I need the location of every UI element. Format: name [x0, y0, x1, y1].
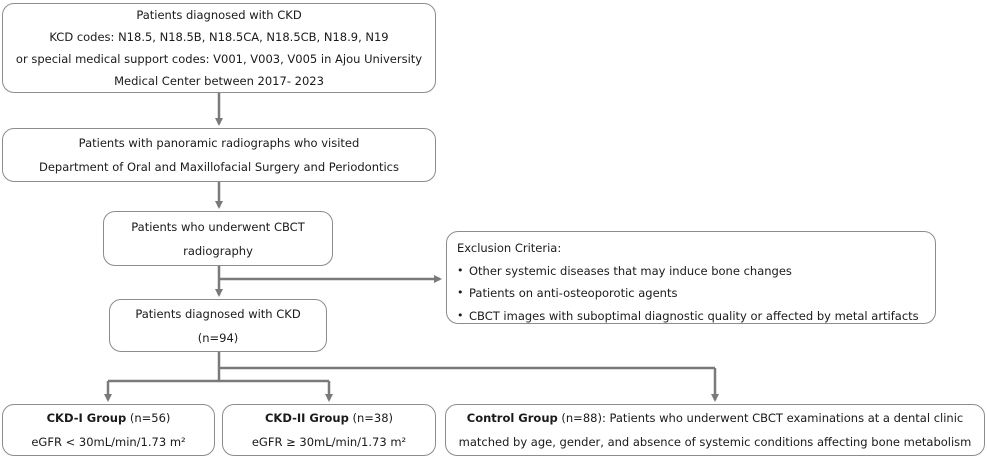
exclusion-item: • CBCT images with suboptimal diagnostic… — [457, 305, 919, 328]
exclusion-item-text: CBCT images with suboptimal diagnostic q… — [469, 308, 919, 323]
step3-line-1: Patients who underwent CBCT — [131, 219, 305, 234]
step1-line-2: KCD codes: N18.5, N18.5B, N18.5CA, N18.5… — [49, 30, 389, 44]
exclusion-item: • Patients on anti-osteoporotic agents — [457, 282, 677, 305]
control-group-name: Control Group — [466, 411, 558, 425]
bullet-icon: • — [457, 308, 464, 322]
exclusion-criteria-box: Exclusion Criteria: • Other systemic dis… — [446, 231, 936, 324]
step-ckd-total-box: Patients diagnosed with CKD (n=94) — [109, 299, 327, 352]
ckd2-group-name: CKD-II Group — [264, 411, 349, 425]
exclusion-item: • Other systemic diseases that may induc… — [457, 260, 792, 283]
step-panoramic-box: Patients with panoramic radiographs who … — [2, 128, 436, 182]
bullet-icon: • — [457, 286, 464, 299]
ckd2-group-count: (n=38) — [348, 411, 394, 425]
control-group-desc2: matched by age, gender, and absence of s… — [458, 435, 972, 449]
ckd1-group-title: CKD-I Group (n=56) — [47, 406, 171, 430]
step-cbct-box: Patients who underwent CBCT radiography — [103, 211, 333, 266]
control-group-desc1: : Patients who underwent CBCT examinatio… — [601, 411, 964, 425]
ckd2-group-box: CKD-II Group (n=38) eGFR ≥ 30mL/min/1.73… — [222, 404, 436, 456]
exclusion-title: Exclusion Criteria: — [457, 241, 562, 255]
step1-line-4: Medical Center between 2017- 2023 — [114, 74, 324, 88]
step4-line-1: Patients diagnosed with CKD — [135, 306, 301, 321]
control-group-box: Control Group (n=88): Patients who under… — [445, 404, 985, 456]
ckd2-group-criterion: eGFR ≥ 30mL/min/1.73 m² — [251, 435, 407, 449]
exclusion-item-text: Patients on anti-osteoporotic agents — [469, 286, 678, 300]
step2-line-1: Patients with panoramic radiographs who … — [78, 136, 360, 150]
step4-line-2: (n=94) — [197, 330, 239, 345]
step-ckd-diagnosis-box: Patients diagnosed with CKD KCD codes: N… — [2, 3, 436, 93]
ckd2-group-title: CKD-II Group (n=38) — [265, 406, 393, 430]
control-group-title: Control Group (n=88): Patients who under… — [467, 406, 963, 430]
ckd1-group-criterion: eGFR < 30mL/min/1.73 m² — [31, 435, 186, 449]
bullet-icon: • — [457, 263, 464, 277]
step1-line-1: Patients diagnosed with CKD — [136, 8, 302, 22]
control-group-count: (n=88) — [557, 411, 602, 425]
step1-line-3: or special medical support codes: V001, … — [15, 52, 423, 66]
ckd1-group-name: CKD-I Group — [46, 411, 127, 425]
ckd1-group-box: CKD-I Group (n=56) eGFR < 30mL/min/1.73 … — [2, 404, 215, 456]
step3-line-2: radiography — [183, 243, 253, 258]
ckd1-group-count: (n=56) — [126, 411, 171, 425]
step2-line-2: Department of Oral and Maxillofacial Sur… — [38, 160, 400, 174]
exclusion-item-text: Other systemic diseases that may induce … — [469, 263, 792, 278]
